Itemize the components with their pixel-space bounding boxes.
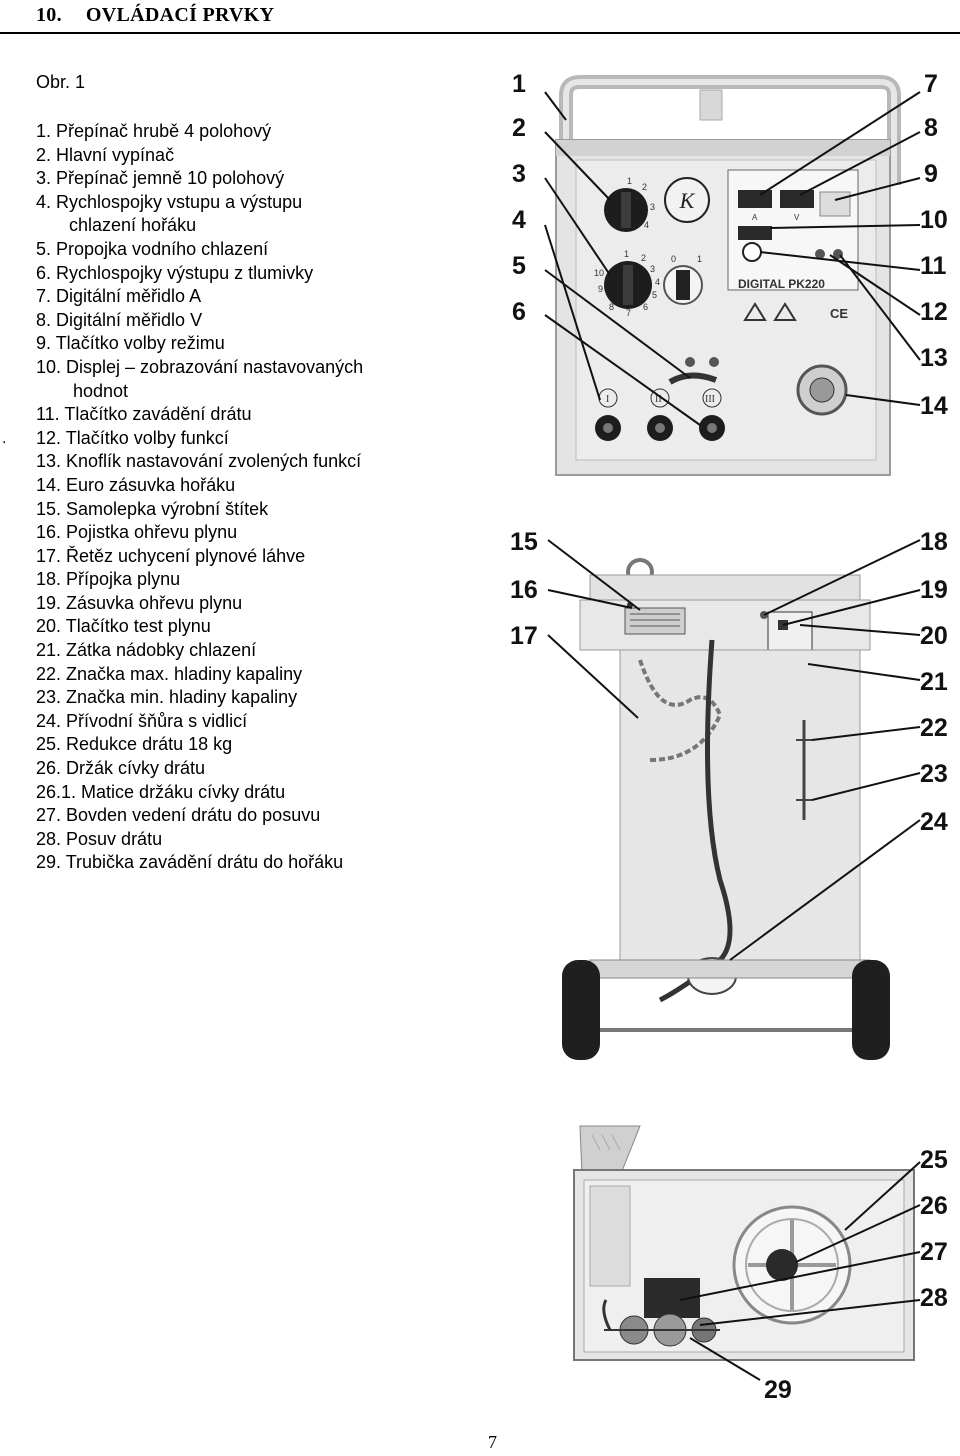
logo-letter: K — [679, 188, 696, 213]
legend-item: 27. Bovden vedení drátu do posuvu — [36, 805, 321, 826]
section-heading: 10. OVLÁDACÍ PRVKY — [36, 4, 274, 27]
legend-item: 4. Rychlospojky vstupu a výstupu — [36, 191, 303, 212]
legend-item: 18. Přípojka plynu — [36, 569, 181, 590]
callout-5: 5 — [512, 252, 526, 280]
legend-item: 14. Euro zásuvka hořáku — [36, 474, 236, 495]
legend-item: 19. Zásuvka ohřevu plynu — [36, 592, 243, 613]
switch-mark: 0 — [671, 254, 676, 264]
legend-item: 20. Tlačítko test plynu — [36, 616, 211, 637]
legend-item: 22. Značka max. hladiny kapaliny — [36, 663, 303, 684]
section-title: OVLÁDACÍ PRVKY — [85, 4, 275, 26]
callout-17: 17 — [510, 622, 538, 650]
section-number: 10. — [36, 4, 62, 26]
fine-pos: 5 — [652, 290, 657, 300]
legend-item: 17. Řetěz uchycení plynové láhve — [36, 545, 306, 566]
callout-25: 25 — [920, 1146, 948, 1174]
callout-12: 12 — [920, 298, 948, 326]
callout-19: 19 — [920, 576, 948, 604]
legend-item: 5. Propojka vodního chlazení — [36, 238, 269, 259]
legend-item: 8. Digitální měřidlo V — [36, 309, 203, 330]
coarse-pos: 1 — [627, 176, 632, 186]
rear-view-photo — [547, 539, 921, 1060]
front-panel-photo: K 1 2 3 4 1 2 3 4 5 6 7 8 9 10 0 1 A V D… — [544, 75, 921, 476]
callout-8: 8 — [924, 114, 938, 142]
legend-item: 26.1. Matice držáku cívky drátu — [36, 781, 286, 802]
callout-27: 27 — [920, 1238, 948, 1266]
ce-mark: CE — [830, 306, 848, 321]
legend-item: 1. Přepínač hrubě 4 polohový — [36, 121, 272, 141]
fine-pos: 2 — [641, 253, 646, 263]
callout-16: 16 — [510, 576, 538, 604]
fine-pos: 3 — [650, 264, 655, 274]
legend-item: 29. Trubička zavádění drátu do hořáku — [36, 852, 344, 873]
heading-rule — [0, 32, 960, 34]
stray-mark: . — [2, 430, 7, 447]
callout-24: 24 — [920, 808, 948, 836]
switch-mark: 1 — [697, 254, 702, 264]
coarse-pos: 2 — [642, 182, 647, 192]
callout-26: 26 — [920, 1192, 948, 1220]
legend-item-continuation: chlazení hořáku — [69, 215, 197, 236]
callout-7: 7 — [924, 70, 938, 98]
legend-item: 3. Přepínač jemně 10 polohový — [36, 168, 285, 189]
fine-pos: 10 — [594, 268, 604, 278]
legend-item: 28. Posuv drátu — [36, 828, 163, 849]
coarse-pos: 4 — [644, 220, 649, 230]
page-number: 7 — [488, 1432, 497, 1452]
callout-29: 29 — [764, 1376, 792, 1404]
fine-pos: 9 — [598, 284, 603, 294]
coolant-mark: III — [705, 394, 715, 405]
fine-pos: 8 — [609, 302, 614, 312]
legend-item: 23. Značka min. hladiny kapaliny — [36, 687, 298, 708]
legend-item: 25. Redukce drátu 18 kg — [36, 734, 233, 755]
legend-item: 2. Hlavní vypínač — [36, 144, 175, 165]
callout-18: 18 — [920, 528, 948, 556]
callout-4: 4 — [512, 206, 526, 234]
callout-3: 3 — [512, 160, 526, 188]
meter-unit: V — [794, 213, 800, 222]
callout-14: 14 — [920, 392, 948, 420]
callout-21: 21 — [920, 668, 948, 696]
callout-23: 23 — [920, 760, 948, 788]
legend-item-continuation: hodnot — [73, 380, 129, 401]
coolant-mark: II — [655, 394, 662, 405]
coarse-pos: 3 — [650, 202, 655, 212]
fine-pos: 1 — [624, 249, 629, 259]
legend-item: 16. Pojistka ohřevu plynu — [36, 522, 238, 543]
callout-2: 2 — [512, 114, 526, 142]
coolant-mark: I — [606, 394, 609, 405]
legend-item: 12. Tlačítko volby funkcí — [36, 427, 229, 448]
callout-10: 10 — [920, 206, 948, 234]
brand-label: DIGITAL PK220 — [738, 277, 825, 291]
meter-unit: A — [752, 213, 758, 222]
legend-item: 21. Zátka nádobky chlazení — [36, 640, 257, 661]
fine-pos: 7 — [626, 308, 631, 318]
legend-item: 7. Digitální měřidlo A — [36, 286, 202, 307]
legend-item: 13. Knoflík nastavování zvolených funkcí — [36, 451, 362, 472]
callout-28: 28 — [920, 1284, 948, 1312]
fine-pos: 6 — [643, 302, 648, 312]
legend-item: 15. Samolepka výrobní štítek — [36, 498, 269, 519]
callout-1: 1 — [512, 70, 526, 98]
legend-item: 10. Displej – zobrazování nastavovaných — [36, 356, 364, 377]
legend-item: 11. Tlačítko zavádění drátu — [36, 404, 252, 425]
callout-6: 6 — [512, 298, 526, 326]
callout-11: 11 — [920, 252, 947, 280]
legend-item: 9. Tlačítko volby režimu — [36, 333, 225, 354]
figure-label: Obr. 1 — [36, 72, 86, 92]
callout-22: 22 — [920, 714, 948, 742]
callout-13: 13 — [920, 344, 948, 372]
wire-feeder-photo — [573, 1125, 921, 1381]
callout-20: 20 — [920, 622, 948, 650]
callout-9: 9 — [924, 160, 938, 188]
legend-list: 1. Přepínač hrubě 4 polohový 2. Hlavní v… — [36, 120, 436, 875]
fine-pos: 4 — [655, 277, 660, 287]
callout-15: 15 — [510, 528, 538, 556]
legend-item: 24. Přívodní šňůra s vidlicí — [36, 710, 248, 731]
legend-item: 26. Držák cívky drátu — [36, 758, 206, 779]
legend-item: 6. Rychlospojky výstupu z tlumivky — [36, 262, 314, 283]
